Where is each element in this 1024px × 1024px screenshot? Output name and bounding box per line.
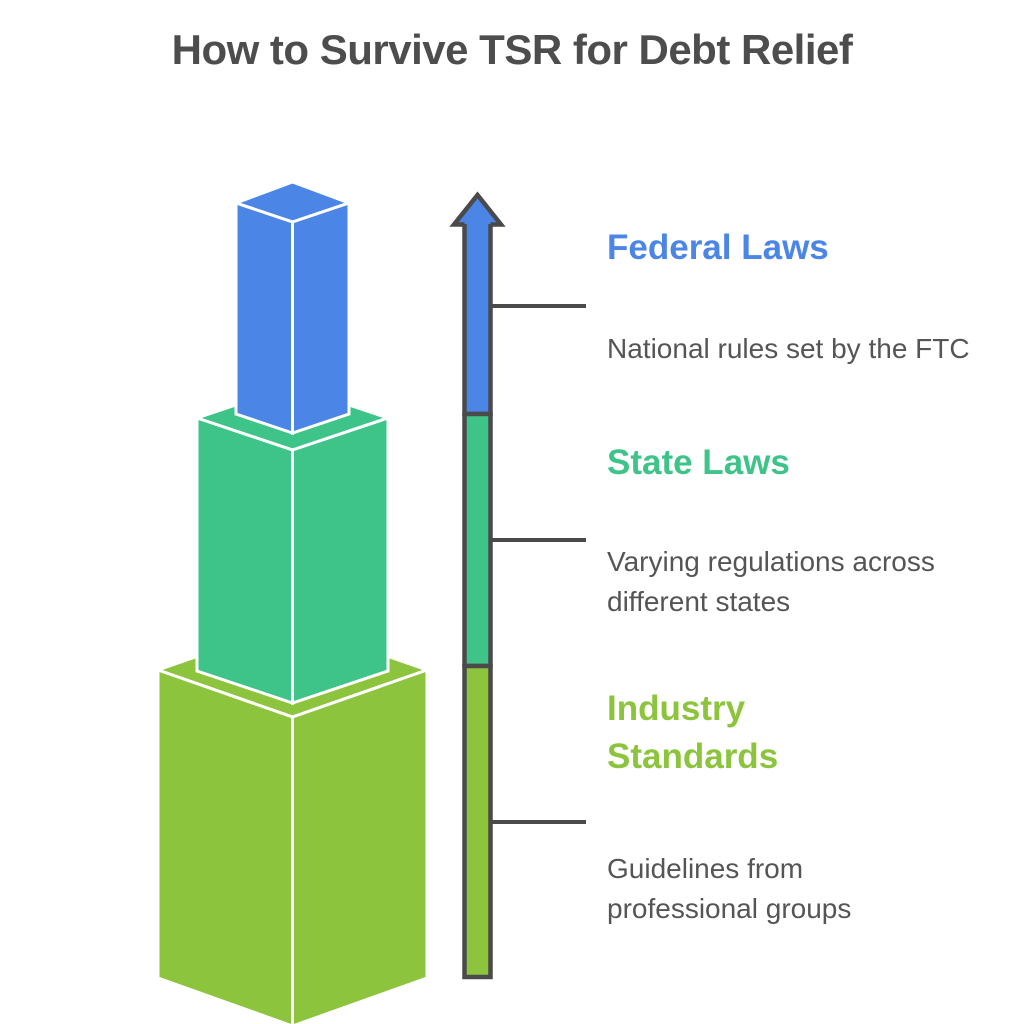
block-state-left-face (195, 415, 294, 706)
page-title: How to Survive TSR for Debt Relief (171, 26, 853, 73)
industry-standards-description: Guidelines from professional groups (607, 853, 852, 924)
section-state-laws-heading: State Laws (607, 439, 790, 487)
block-federal-right-face (291, 200, 351, 436)
axis-segment-state (462, 411, 493, 669)
section-industry-standards-description: Guidelines from professional groups (607, 849, 1024, 929)
arrow-axis (462, 218, 493, 980)
federal-laws-description: National rules set by the FTC (607, 333, 970, 364)
block-federal-laws (231, 180, 354, 436)
block-industry-right-face (291, 667, 429, 1024)
block-federal-left-face (234, 200, 294, 436)
axis-arrowhead-outline (449, 191, 506, 227)
section-state-laws-description: Varying regulations across different sta… (607, 542, 1024, 622)
state-laws-description: Varying regulations across different sta… (607, 546, 935, 617)
axis-segment-federal (462, 218, 493, 417)
section-federal-laws-description: National rules set by the FTC (607, 329, 1024, 369)
section-federal-laws-heading: Federal Laws (607, 224, 829, 272)
industry-standards-label: Industry Standards (607, 689, 779, 776)
state-laws-label: State Laws (607, 443, 790, 482)
section-industry-standards-heading: Industry Standards (607, 685, 778, 781)
axis-ticks (490, 304, 586, 824)
block-industry-left-face (156, 667, 294, 1024)
axis-arrowhead-fill (454, 195, 501, 224)
axis-segment-industry (462, 663, 493, 980)
block-state-right-face (291, 415, 390, 706)
federal-laws-label: Federal Laws (607, 228, 829, 267)
